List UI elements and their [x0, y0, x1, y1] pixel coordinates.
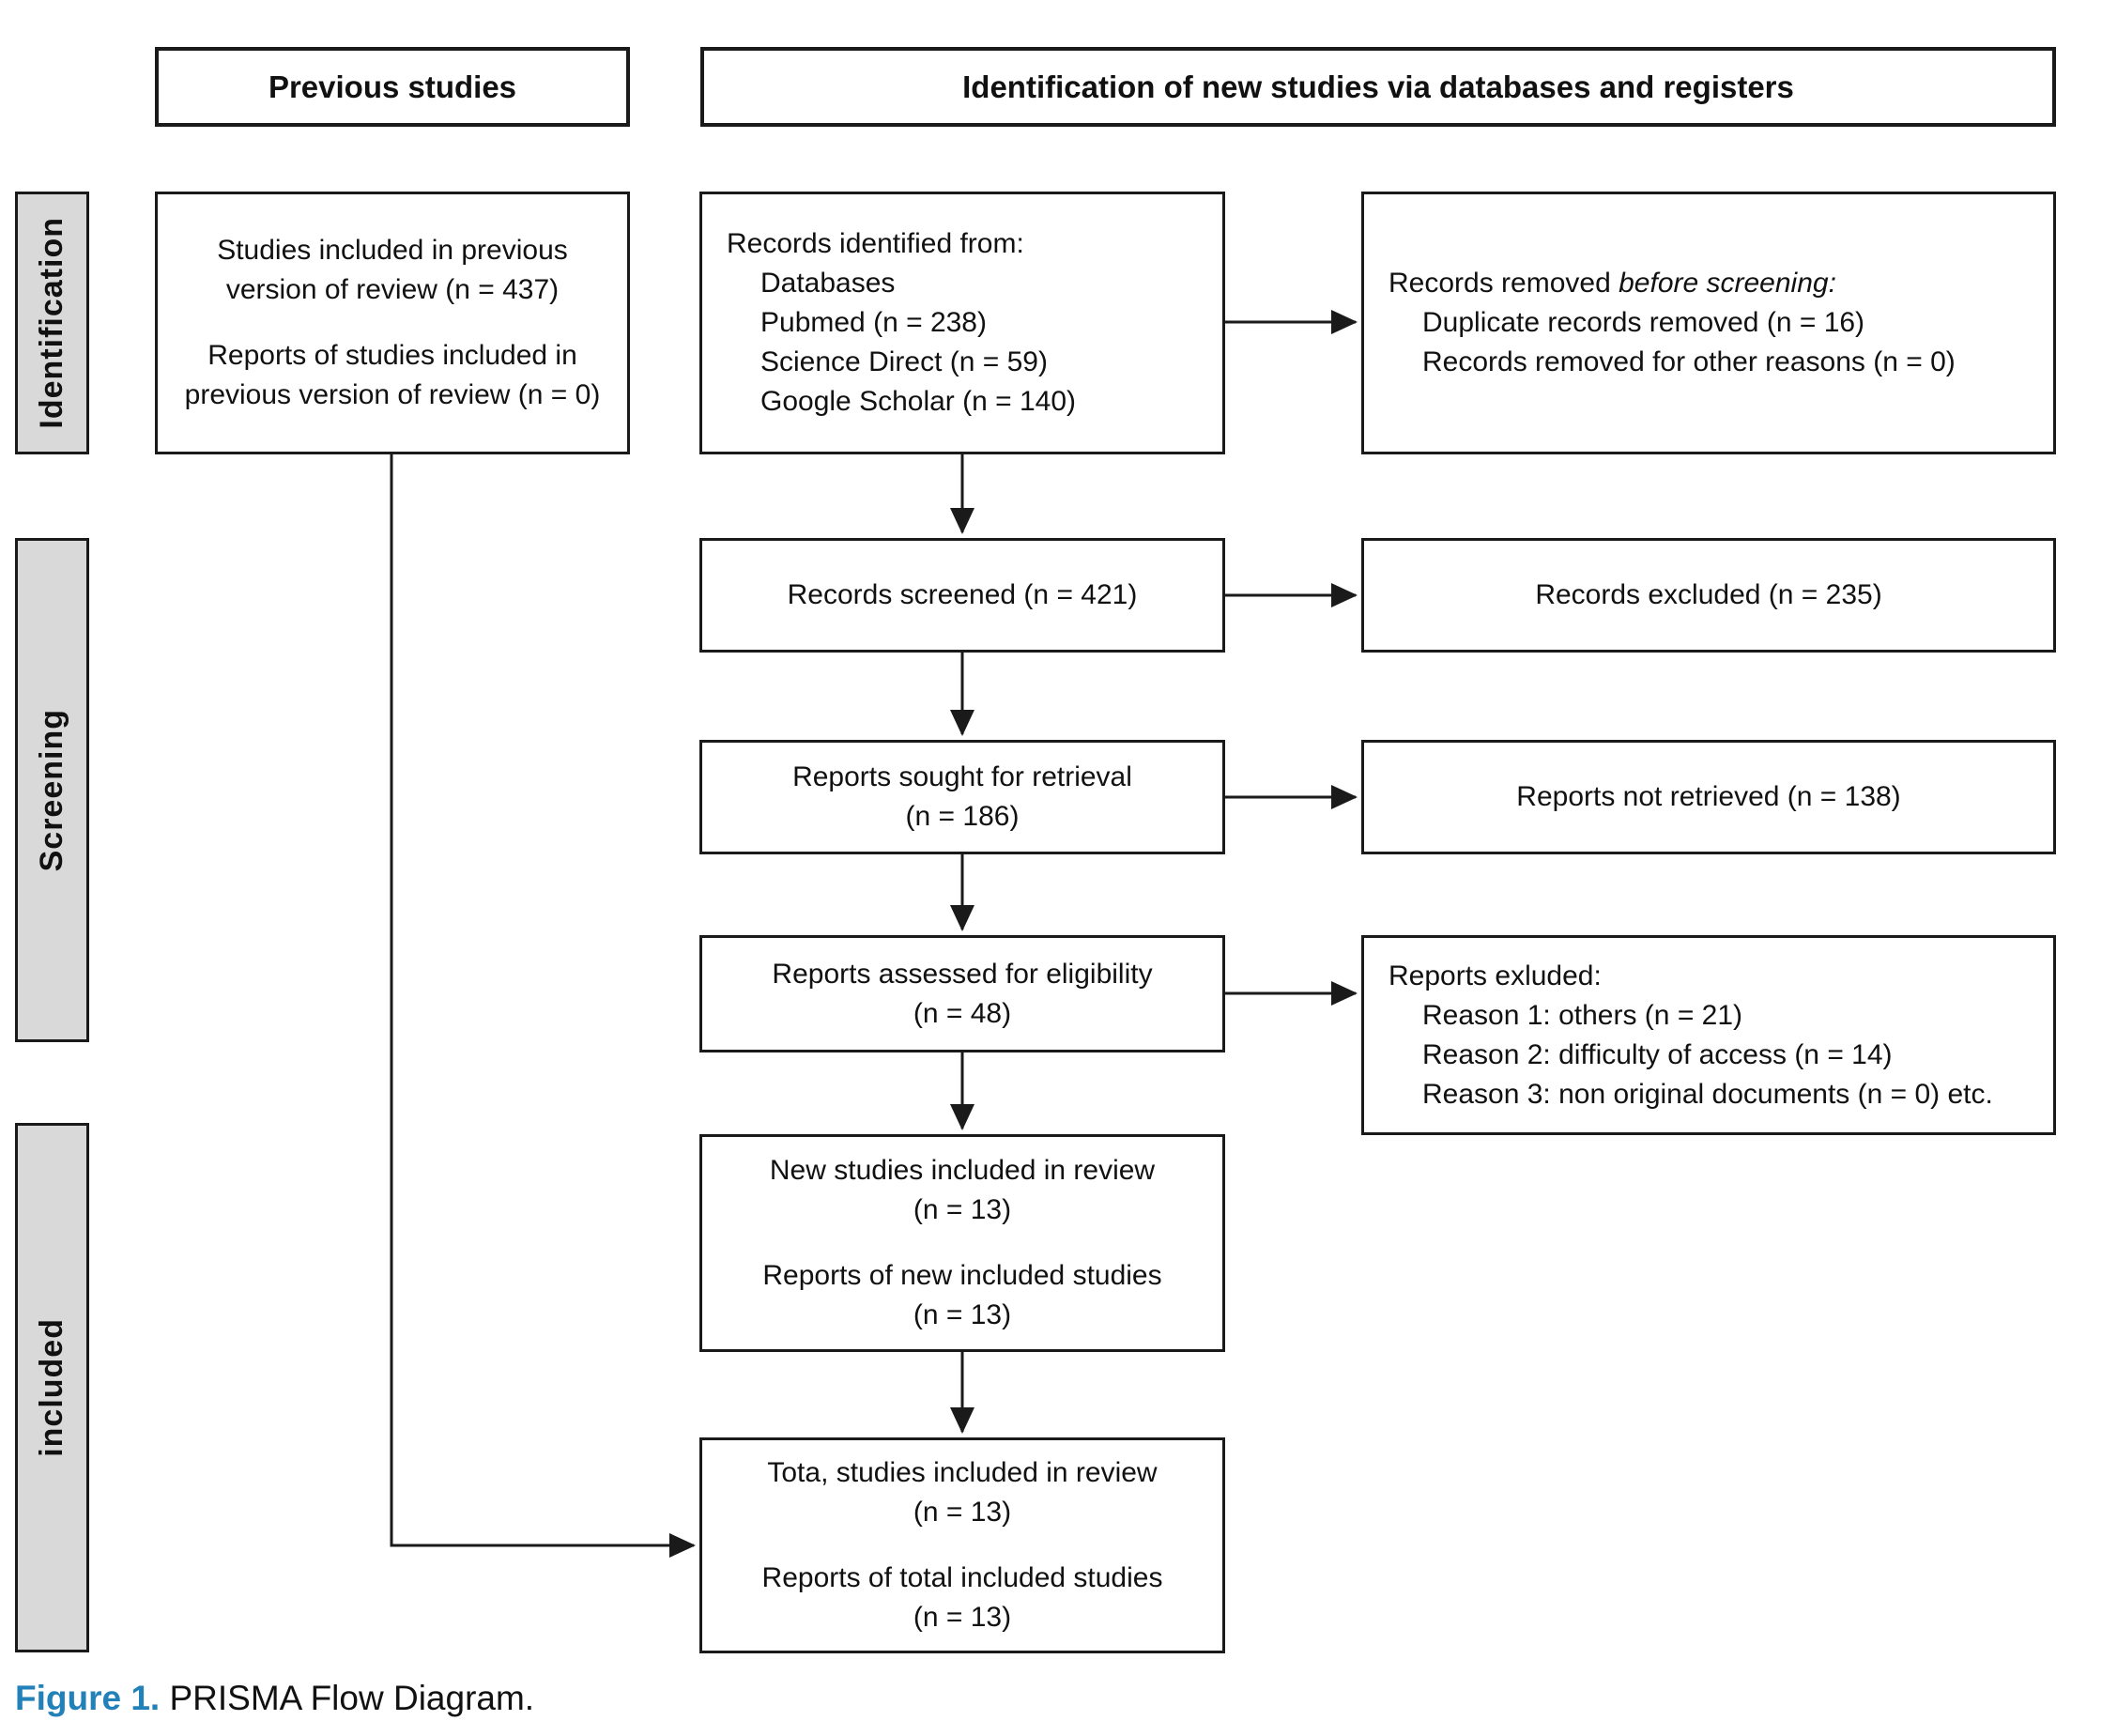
total-studies-para1-line1: Tota, studies included in review	[767, 1457, 1158, 1488]
reports-sought-line2: (n = 186)	[905, 801, 1020, 832]
total-studies-para2: Reports of total included studies (n = 1…	[762, 1559, 1163, 1637]
total-studies-para2-line2: (n = 13)	[913, 1602, 1012, 1633]
new-studies-para1: New studies included in review (n = 13)	[770, 1151, 1155, 1230]
reports-not-retrieved-text: Reports not retrieved (n = 138)	[1516, 781, 1901, 812]
figure-caption-text: PRISMA Flow Diagram.	[160, 1679, 535, 1717]
side-label-screening: Screening	[15, 538, 89, 1042]
previous-studies-para2: Reports of studies included in previous …	[184, 340, 601, 410]
records-removed-intro: Records removed before screening:	[1389, 264, 1836, 303]
arrow-previous-to-total	[390, 454, 696, 1558]
reports-excluded-item: Reason 1: others (n = 21)	[1422, 999, 1743, 1031]
box-records-screened: Records screened (n = 421)	[699, 538, 1225, 653]
figure-caption-label: Figure 1.	[15, 1679, 161, 1717]
reports-sought-line1: Reports sought for retrieval	[792, 761, 1132, 792]
box-records-removed: Records removed before screening: Duplic…	[1361, 192, 2056, 454]
records-removed-intro-italic: before screening:	[1619, 268, 1836, 299]
previous-studies-header-label: Previous studies	[268, 69, 517, 104]
new-studies-header-label: Identification of new studies via databa…	[962, 69, 1794, 104]
box-records-identified: Records identified from: Databases Pubme…	[699, 192, 1225, 454]
new-studies-header: Identification of new studies via databa…	[700, 47, 2056, 127]
new-studies-para1-line1: New studies included in review	[769, 1155, 1156, 1186]
total-studies-para2-line1: Reports of total included studies	[761, 1562, 1163, 1593]
new-studies-para2-line1: Reports of new included studies	[762, 1260, 1162, 1291]
box-reports-not-retrieved: Reports not retrieved (n = 138)	[1361, 740, 2056, 854]
reports-assessed-line1: Reports assessed for eligibility	[772, 958, 1153, 990]
reports-assessed-line2: (n = 48)	[913, 997, 1012, 1029]
records-identified-item: Science Direct (n = 59)	[760, 346, 1048, 377]
previous-studies-header: Previous studies	[155, 47, 630, 127]
side-label-identification: Identification	[15, 192, 89, 454]
box-reports-sought: Reports sought for retrieval (n = 186)	[699, 740, 1225, 854]
side-label-included-text: included	[34, 1318, 69, 1457]
records-identified-item: Databases	[760, 268, 896, 299]
side-label-screening-text: Screening	[34, 708, 69, 872]
records-removed-item: Duplicate records removed (n = 16)	[1422, 307, 1865, 338]
previous-studies-para1: Studies included in previous version of …	[217, 235, 568, 305]
box-new-studies: New studies included in review (n = 13) …	[699, 1134, 1225, 1352]
box-total-studies: Tota, studies included in review (n = 13…	[699, 1437, 1225, 1653]
box-previous-studies: Studies included in previous version of …	[155, 192, 630, 454]
reports-excluded-intro: Reports exluded:	[1389, 960, 1602, 991]
new-studies-para2-line2: (n = 13)	[913, 1299, 1012, 1330]
records-identified-item: Pubmed (n = 238)	[760, 307, 987, 338]
records-identified-item: Google Scholar (n = 140)	[760, 386, 1077, 417]
records-removed-intro-prefix: Records removed	[1389, 268, 1619, 299]
records-removed-item: Records removed for other reasons (n = 0…	[1422, 346, 1956, 377]
box-reports-assessed: Reports assessed for eligibility (n = 48…	[699, 935, 1225, 1052]
new-studies-para1-line2: (n = 13)	[913, 1194, 1012, 1225]
total-studies-para1-line2: (n = 13)	[913, 1497, 1012, 1528]
box-records-excluded: Records excluded (n = 235)	[1361, 538, 2056, 653]
box-reports-excluded: Reports exluded: Reason 1: others (n = 2…	[1361, 935, 2056, 1135]
side-label-identification-text: Identification	[34, 217, 69, 429]
reports-excluded-item: Reason 3: non original documents (n = 0)…	[1422, 1078, 1993, 1110]
records-identified-intro: Records identified from:	[727, 228, 1024, 259]
total-studies-para1: Tota, studies included in review (n = 13…	[767, 1453, 1157, 1532]
reports-excluded-item: Reason 2: difficulty of access (n = 14)	[1422, 1038, 1893, 1070]
records-screened-text: Records screened (n = 421)	[787, 579, 1138, 610]
figure-caption: Figure 1. PRISMA Flow Diagram.	[15, 1677, 534, 1720]
new-studies-para2: Reports of new included studies (n = 13)	[762, 1256, 1161, 1335]
records-excluded-text: Records excluded (n = 235)	[1535, 579, 1882, 610]
side-label-included: included	[15, 1123, 89, 1652]
